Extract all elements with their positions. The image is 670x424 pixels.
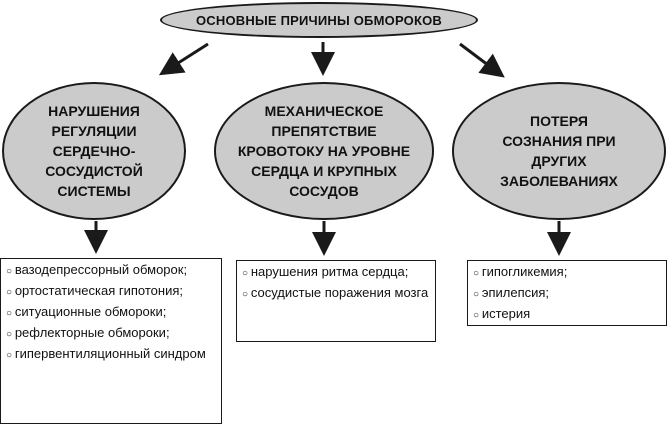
list-item: ортостатическая гипотония; — [6, 281, 216, 302]
cause-list-1: вазодепрессорный обморок; ортостатическа… — [6, 260, 216, 365]
list-item: вазодепрессорный обморок; — [6, 260, 216, 281]
title-ellipse: ОСНОВНЫЕ ПРИЧИНЫ ОБМОРОКОВ — [160, 2, 478, 38]
cause-ellipse-2: МЕХАНИЧЕСКОЕ ПРЕПЯТСТВИЕ КРОВОТОКУ НА УР… — [214, 82, 434, 220]
cause-label-2: МЕХАНИЧЕСКОЕ ПРЕПЯТСТВИЕ КРОВОТОКУ НА УР… — [237, 103, 411, 199]
arrow-title-to-cause-3 — [459, 42, 505, 78]
cause-list-box-1: вазодепрессорный обморок; ортостатическа… — [0, 258, 222, 424]
arrow-title-to-cause-1 — [158, 42, 209, 76]
cause-ellipse-3: ПОТЕРЯ СОЗНАНИЯ ПРИ ДРУГИХ ЗАБОЛЕВАНИЯХ — [452, 82, 666, 220]
list-item: сосудистые поражения мозга — [242, 283, 430, 304]
list-item: эпилепсия; — [473, 283, 661, 304]
list-item: гипервентиляционный синдром — [6, 344, 216, 365]
cause-list-3: гипогликемия; эпилепсия; истерия — [473, 262, 661, 325]
cause-list-box-2: нарушения ритма сердца; сосудистые пораж… — [236, 260, 436, 342]
cause-label-1: НАРУШЕНИЯ РЕГУЛЯЦИИ СЕРДЕЧНО-СОСУДИСТОЙ … — [45, 103, 143, 199]
list-item: истерия — [473, 304, 661, 325]
cause-label-3: ПОТЕРЯ СОЗНАНИЯ ПРИ ДРУГИХ ЗАБОЛЕВАНИЯХ — [500, 113, 618, 189]
cause-ellipse-1: НАРУШЕНИЯ РЕГУЛЯЦИИ СЕРДЕЧНО-СОСУДИСТОЙ … — [2, 82, 186, 220]
list-item: рефлекторные обмороки; — [6, 323, 216, 344]
list-item: ситуационные обмороки; — [6, 302, 216, 323]
list-item: нарушения ритма сердца; — [242, 262, 430, 283]
cause-list-2: нарушения ритма сердца; сосудистые пораж… — [242, 262, 430, 304]
diagram-title: ОСНОВНЫЕ ПРИЧИНЫ ОБМОРОКОВ — [196, 12, 442, 28]
list-item: гипогликемия; — [473, 262, 661, 283]
cause-list-box-3: гипогликемия; эпилепсия; истерия — [467, 260, 667, 326]
